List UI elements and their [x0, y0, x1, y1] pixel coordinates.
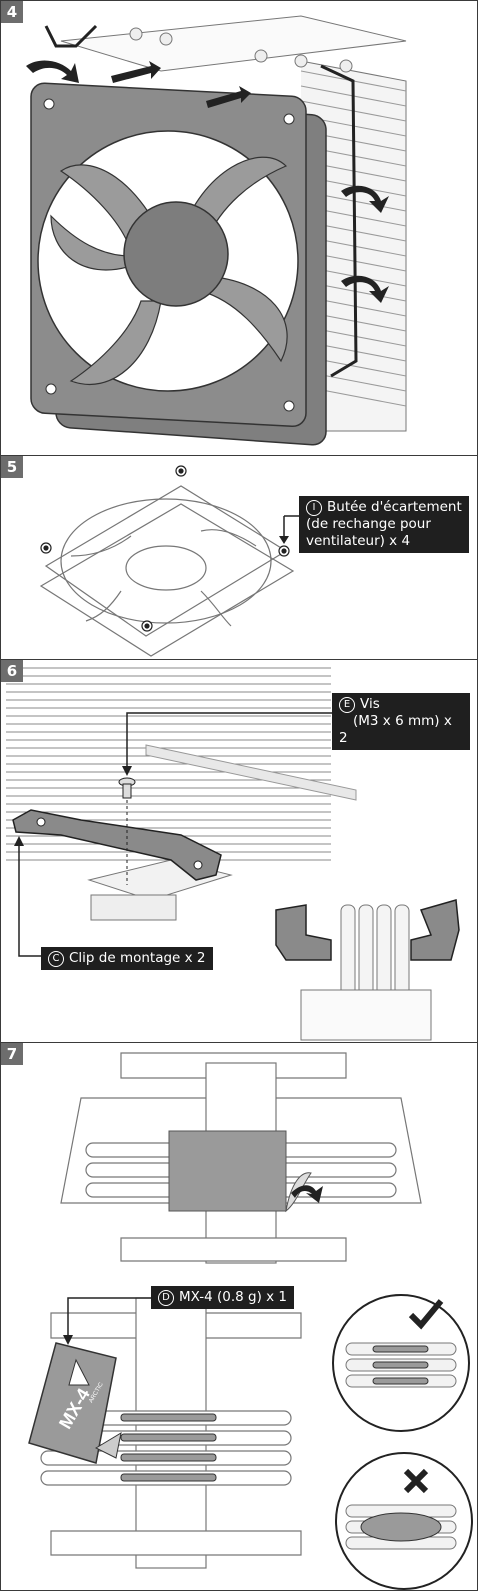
- incorrect-application-view: [335, 1452, 473, 1590]
- callout-code-d: D: [158, 1290, 174, 1306]
- callout-code-c: C: [48, 951, 64, 967]
- screw-callout-line2: (M3 x 6 mm) x 2: [339, 713, 452, 746]
- wire-clip: [44, 24, 358, 378]
- screw-leader-line: [126, 712, 334, 772]
- paste-callout: D MX-4 (0.8 g) x 1: [151, 1286, 294, 1309]
- direction-arrows: [26, 60, 389, 303]
- clip-callout: C Clip de montage x 2: [41, 947, 213, 970]
- clip-leader-line: [18, 840, 41, 957]
- clip-right: [410, 899, 460, 961]
- clip-left: [275, 904, 332, 961]
- fan-spacer-illustration: [39, 465, 301, 657]
- step-7-panel: 7: [0, 1042, 478, 1591]
- heatsink-fins: [6, 667, 331, 861]
- thermal-paste-lines: [120, 1413, 217, 1482]
- paste-callout-text: MX-4 (0.8 g) x 1: [179, 1289, 287, 1305]
- check-icon: [408, 1299, 444, 1330]
- heatpipe-assembly: [300, 904, 432, 1041]
- correct-application-view: [332, 1294, 470, 1432]
- heatpipe-caps: [60, 15, 407, 73]
- step-4-panel: 4: [0, 0, 478, 456]
- cross-icon: [403, 1468, 429, 1494]
- fan-hub: [123, 201, 229, 307]
- step-6-panel: 6: [0, 659, 478, 1043]
- screw-callout: E Vis (M3 x 6 mm) x 2: [332, 693, 470, 750]
- peel-arrow: [291, 1185, 323, 1203]
- spacer-callout-line1: Butée d'écartement: [327, 499, 462, 515]
- step-number-7: 7: [1, 1043, 23, 1065]
- screw-callout-line1: Vis: [360, 696, 380, 712]
- step-number-6: 6: [1, 660, 23, 682]
- mounting-clip: [12, 809, 222, 881]
- fan-outline: [39, 485, 295, 657]
- protective-film: [168, 1130, 287, 1212]
- paste-leader-line: [67, 1297, 151, 1341]
- spacer-callout-line3: ventilateur) x 4: [306, 533, 411, 549]
- thermal-paste-illustration: MX-4 ARCTIC: [28, 1052, 473, 1590]
- spacer-callout: I Butée d'écartement (de rechange pour ve…: [299, 496, 469, 553]
- spacer-callout-line2: (de rechange pour: [306, 516, 431, 532]
- clip-callout-text: Clip de montage x 2: [69, 950, 206, 966]
- mx4-package: [28, 1342, 117, 1464]
- screw-icon: [118, 777, 136, 799]
- spacer-icons: [40, 465, 290, 632]
- mounting-clip-illustration: [6, 667, 460, 1041]
- callout-code-i: I: [306, 500, 322, 516]
- step-number-4: 4: [1, 1, 23, 23]
- fan-mount-illustration: [26, 15, 407, 446]
- step-number-5: 5: [1, 456, 23, 478]
- callout-code-e: E: [339, 697, 355, 713]
- step-5-panel: 5 I Butée d'écartement (de rechange pour …: [0, 455, 478, 660]
